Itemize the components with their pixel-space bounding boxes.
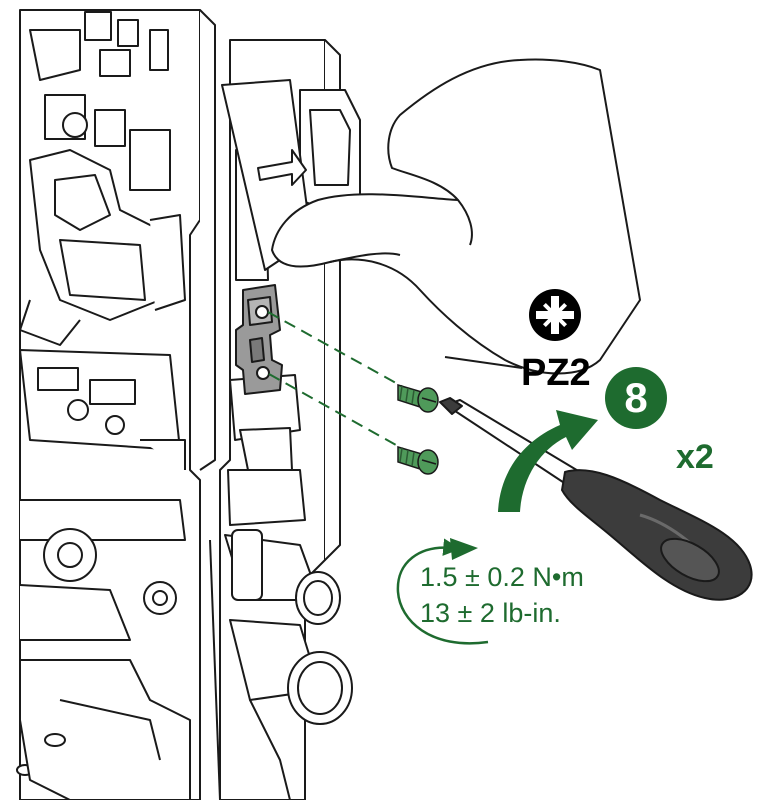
screw-upper [397,384,439,413]
screw-lower [397,446,439,475]
quantity-label: x2 [676,438,714,476]
pz2-leader-line [444,356,523,369]
size-badge-number: 8 [624,374,648,421]
screw-guide-lines [267,311,406,451]
breaker-housing [16,9,216,800]
size-badge [605,367,667,429]
torque-metric-label: 1.5 ± 0.2 N•m [420,562,584,592]
screwdriver-icon [439,397,753,601]
torque-imperial-label: 13 ± 2 lb-in. [420,598,561,628]
torque-arrow-head [450,538,478,560]
clockwise-arrow-icon [396,538,489,645]
pozidriv-cross-icon [529,289,581,341]
tighten-arrow-icon [498,410,598,512]
bit-type-label: PZ2 [521,352,591,394]
